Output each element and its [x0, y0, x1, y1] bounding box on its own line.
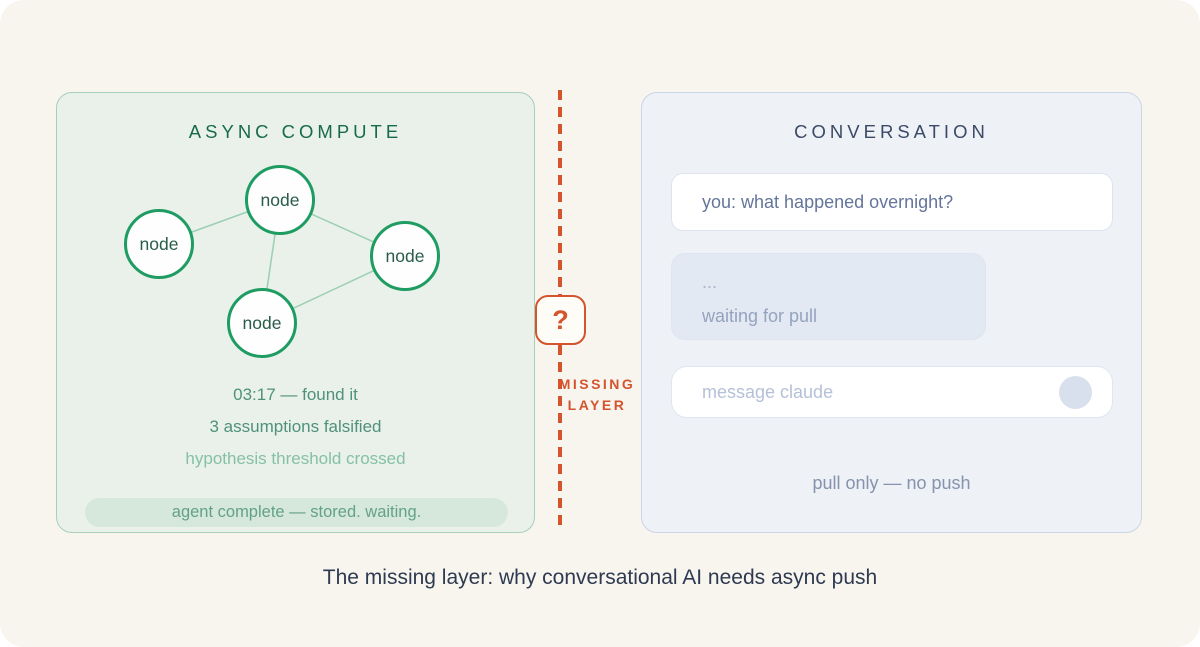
graph-node: [370, 221, 440, 291]
log-line-threshold: hypothesis threshold crossed: [185, 449, 406, 468]
missing-layer-label-line2: LAYER: [567, 397, 627, 413]
message-input-row: [671, 366, 1113, 418]
graph-node-label: node: [140, 234, 179, 254]
graph-node-label: node: [261, 190, 300, 210]
log-line-assumptions: 3 assumptions falsified: [209, 417, 382, 436]
question-mark-badge: ?: [535, 295, 586, 345]
async-compute-panel: ASYNC COMPUTE node node node: [56, 92, 535, 533]
send-button[interactable]: [1059, 376, 1092, 409]
agent-status-pill: agent complete — stored. waiting.: [85, 498, 508, 527]
graph-node-label: node: [386, 246, 425, 266]
waiting-for-pull-text: waiting for pull: [702, 306, 818, 326]
missing-layer-label: MISSING LAYER: [527, 374, 667, 416]
async-compute-title: ASYNC COMPUTE: [188, 121, 403, 142]
conversation-title: CONVERSATION: [794, 121, 989, 142]
missing-layer-label-line1: MISSING: [558, 376, 636, 392]
graph-node-label: node: [243, 313, 282, 333]
node-graph: node node node node: [124, 165, 440, 358]
graph-nodes: [124, 165, 440, 358]
graph-node: [227, 288, 297, 358]
typing-dots: ...: [702, 272, 718, 292]
graph-node: [124, 209, 194, 279]
figure-caption: The missing layer: why conversational AI…: [322, 566, 878, 589]
pending-response-bubble: ... waiting for pull: [671, 253, 986, 340]
message-input[interactable]: [702, 367, 1032, 417]
pull-only-footnote: pull only — no push: [812, 473, 971, 493]
conversation-panel: CONVERSATION you: what happened overnigh…: [641, 92, 1142, 533]
agent-log: 03:17 — found it 3 assumptions falsified…: [57, 379, 534, 475]
user-message-bubble: you: what happened overnight?: [671, 173, 1113, 231]
log-line-time: 03:17 — found it: [233, 385, 358, 404]
graph-node: [245, 165, 315, 235]
question-mark-icon: ?: [552, 304, 569, 335]
